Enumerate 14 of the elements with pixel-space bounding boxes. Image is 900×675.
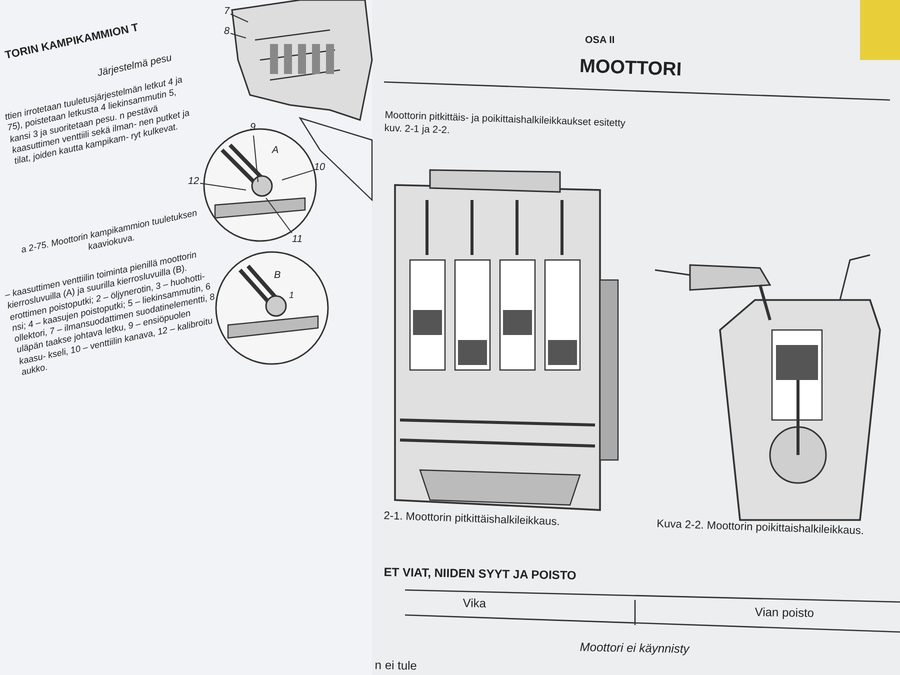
table-text: n ei tule: [374, 658, 418, 675]
part-heading: OSA II: [585, 35, 615, 48]
figure-caption: 2-1. Moottorin pitkittäishalkileikkaus.: [384, 510, 561, 530]
subheading: Järjestelmä pesu: [96, 52, 174, 80]
table-header: Vian poisto: [754, 605, 816, 622]
paragraph: Moottorin pitkittäis- ja poikittaishalkileikkaukset esitetty kuv. 2-1 ja 2-2.: [384, 110, 626, 138]
detail-letter: B: [274, 270, 281, 282]
detail-letter: A: [272, 145, 279, 158]
page-title: MOOTTORI: [579, 55, 682, 82]
table-header: Vika: [462, 596, 488, 612]
callout-number: 1: [289, 290, 294, 302]
table-row-heading: Moottori ei käynnisty: [580, 640, 691, 658]
section-heading: ET VIAT, NIIDEN SYYT JA POISTO: [384, 565, 578, 584]
figure-caption: Kuva 2-2. Moottorin poikittaishalkileikkaus.: [656, 518, 866, 540]
